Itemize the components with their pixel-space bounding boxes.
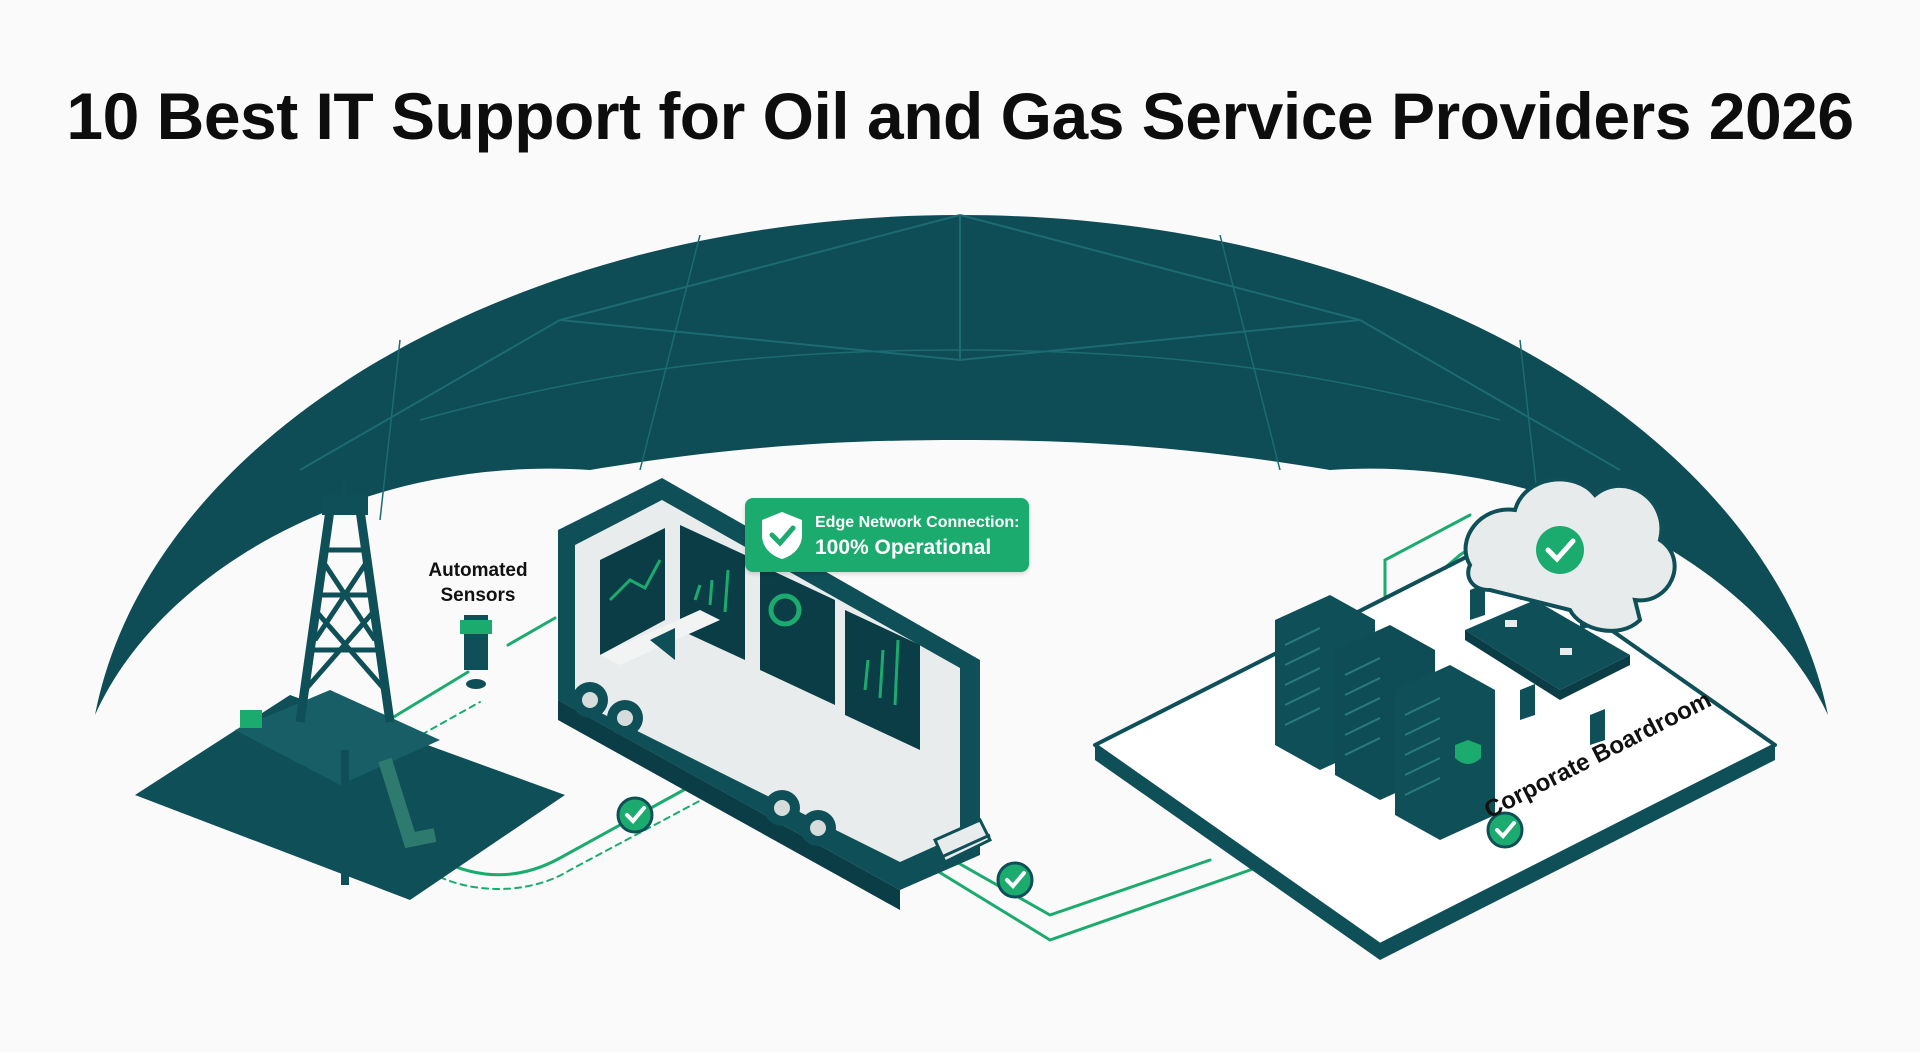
edge-status-card: Edge Network Connection: 100% Operationa…: [745, 498, 1029, 572]
status-line-2: 100% Operational: [815, 536, 992, 559]
page-title: 10 Best IT Support for Oil and Gas Servi…: [66, 79, 1854, 153]
sensor-post: [460, 615, 492, 689]
cloud-icon: [1463, 477, 1677, 633]
check-icon: [996, 861, 1034, 899]
mobile-command-truck: [558, 478, 993, 910]
status-line-1: Edge Network Connection:: [815, 514, 1020, 531]
check-icon: [1486, 811, 1524, 849]
shield-check-icon: [762, 512, 802, 559]
server-racks: [1275, 595, 1495, 840]
network-dome: [95, 214, 1828, 715]
boardroom-table: [1465, 564, 1630, 745]
check-nodes: [616, 796, 1524, 899]
sensors-label: Automated Sensors: [428, 560, 528, 606]
shield-icon: [1455, 740, 1481, 764]
oil-rig: [135, 480, 565, 900]
check-icon: [616, 796, 654, 834]
